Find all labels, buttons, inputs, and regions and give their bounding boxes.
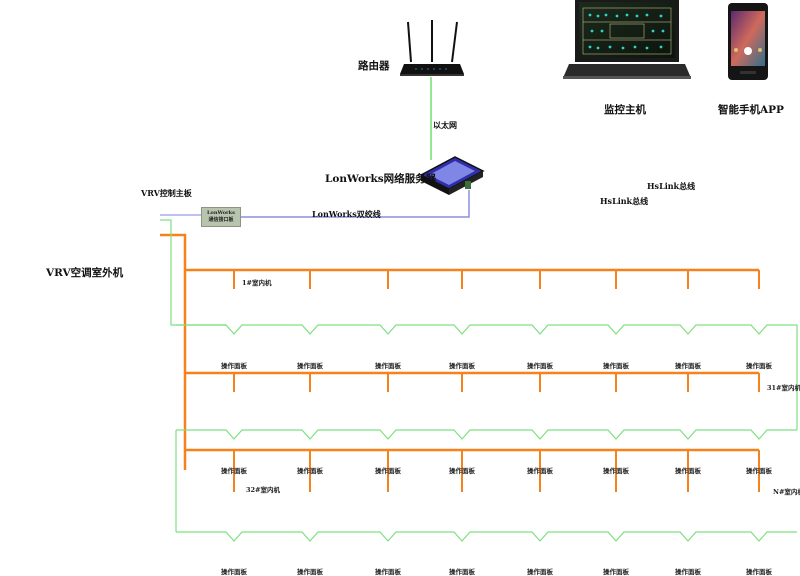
control-panel-label: 操作面板	[746, 467, 772, 475]
control-panel-label: 操作面板	[221, 467, 247, 475]
panel-bus-row-3	[176, 531, 797, 542]
ethernet-label: 以太网	[433, 120, 457, 130]
monitor-host-label: 监控主机	[604, 104, 646, 116]
control-panel-label: 操作面板	[527, 467, 553, 475]
control-panel-label: 操作面板	[527, 362, 553, 370]
control-panel-label: 操作面板	[449, 568, 475, 576]
control-panel-label: 操作面板	[603, 568, 629, 576]
hslink-bus-label-1: HsLink总线	[647, 181, 696, 191]
refrigerant-pipes	[160, 233, 760, 492]
lonworks-twisted-pair-label: LonWorks双绞线	[312, 209, 381, 219]
control-panel-label: 操作面板	[375, 568, 401, 576]
smartphone-icon	[728, 3, 768, 80]
control-panel-label: 操作面板	[221, 568, 247, 576]
control-panel-label: 操作面板	[675, 467, 701, 475]
panel-bus-row-1	[176, 324, 797, 335]
router-label: 路由器	[358, 60, 390, 72]
refrigerant-riser	[160, 233, 187, 470]
control-panel-label: 操作面板	[675, 568, 701, 576]
lonworks-gateway-box: LonWorks 通信接口板	[201, 207, 241, 227]
gateway-line1: LonWorks	[207, 210, 235, 216]
control-panel-label: 操作面板	[375, 362, 401, 370]
panel-bus-lines	[160, 219, 798, 542]
indoor-unit-label-32: 32#室内机	[246, 486, 280, 494]
outdoor-unit-label: VRV空调室外机	[46, 267, 124, 279]
control-panel-label: 操作面板	[675, 362, 701, 370]
lonworks-twisted-pair-line	[241, 190, 470, 218]
control-panel-label: 操作面板	[603, 362, 629, 370]
control-panel-label: 操作面板	[603, 467, 629, 475]
control-panel-label: 操作面板	[449, 362, 475, 370]
control-panel-label: 操作面板	[449, 467, 475, 475]
router-icon	[400, 20, 464, 76]
indoor-unit-label-31: 31#室内机	[767, 384, 800, 392]
control-panel-label: 操作面板	[297, 467, 323, 475]
control-panel-label: 操作面板	[746, 362, 772, 370]
gateway-line2: 通信接口板	[208, 217, 234, 223]
wires	[160, 77, 470, 218]
control-panel-label: 操作面板	[746, 568, 772, 576]
control-panel-label: 操作面板	[527, 568, 553, 576]
hslink-bus-label-2: HsLink总线	[600, 196, 649, 206]
indoor-unit-label-first: 1#室内机	[242, 279, 272, 287]
control-board-label: VRV控制主板	[141, 188, 192, 198]
network-server-icon	[419, 156, 485, 195]
indoor-unit-label-last: N#室内机	[773, 488, 800, 496]
lonworks-server-label: LonWorks网络服务器	[325, 173, 437, 185]
control-panel-label: 操作面板	[375, 467, 401, 475]
control-panel-label: 操作面板	[297, 362, 323, 370]
phone-app-label: 智能手机APP	[718, 104, 784, 116]
panel-bus-row-2	[176, 429, 797, 440]
control-panel-label: 操作面板	[297, 568, 323, 576]
control-panel-label: 操作面板	[221, 362, 247, 370]
laptop-icon	[563, 0, 691, 79]
